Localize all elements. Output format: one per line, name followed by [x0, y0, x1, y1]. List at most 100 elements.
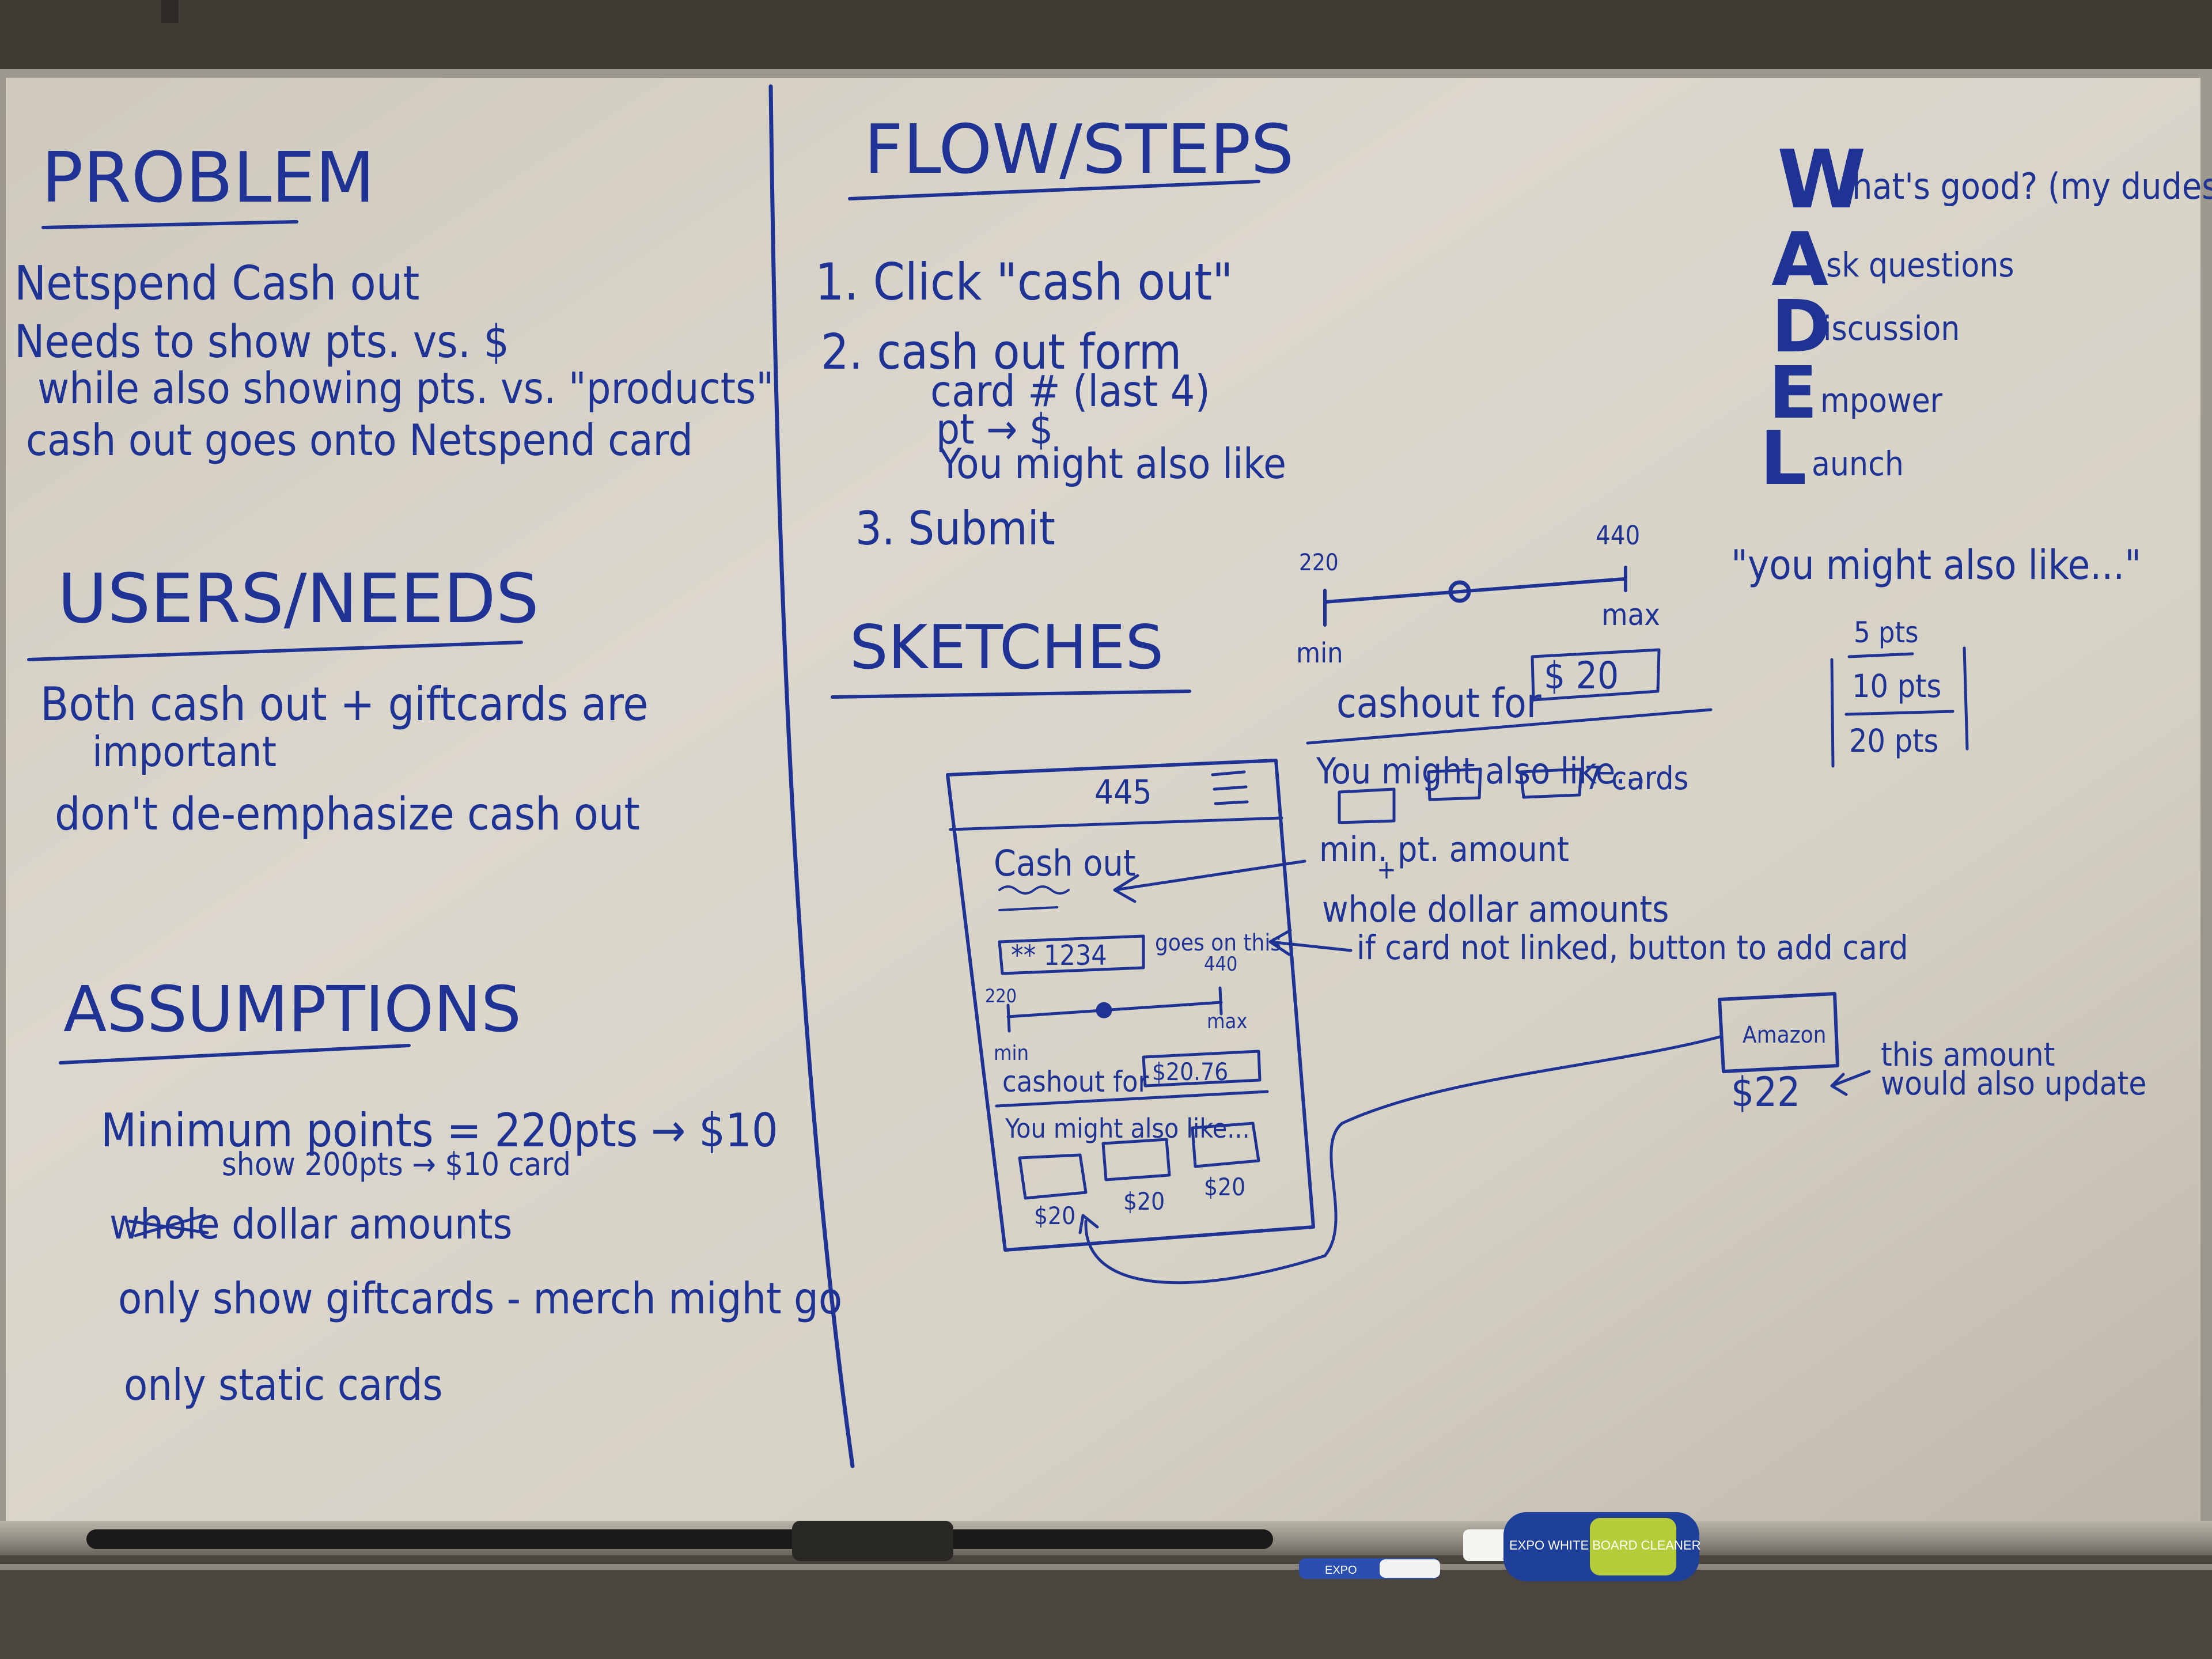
users-needs-underline [27, 641, 523, 661]
amazon-card [1718, 992, 1839, 1073]
phone-points: 445 [1094, 772, 1152, 812]
problem-heading: PROBLEM [41, 138, 375, 218]
cashout-divider [1306, 708, 1713, 745]
users-bullet-1: Both cash out + giftcards are [40, 677, 649, 731]
wadel-word-l: aunch [1812, 444, 1904, 483]
black-rail [86, 1529, 1273, 1549]
points-option-1: 5 pts [1854, 616, 1919, 649]
phone-cash-out-title: Cash out [994, 842, 1136, 884]
phone-slider-max-value: 440 [1204, 953, 1237, 976]
phone-header-divider [949, 816, 1283, 831]
slider-track [1323, 577, 1626, 604]
slider-sketch: 220 440 min max [1296, 520, 1660, 669]
users-needs-heading: USERS/NEEDS [58, 559, 539, 638]
phone-card-price-3: $20 [1204, 1173, 1245, 1201]
phone-title-squiggle [998, 885, 1070, 911]
wadel-word-e: mpower [1820, 381, 1943, 420]
rail-clip [792, 1521, 953, 1561]
problem-bullet-3: while also showing pts. vs. "products" [37, 363, 774, 414]
bottle-label-band [1590, 1518, 1676, 1575]
points-options: 5 pts 10 pts 20 pts [1830, 616, 1969, 768]
board-surface [6, 78, 2200, 1524]
problem-underline [41, 220, 298, 229]
phone-slider-handle [1096, 1002, 1112, 1018]
cards-label: 7 cards [1584, 760, 1688, 797]
eraser-spray-bottle: EXPO WHITE BOARD CLEANER [1463, 1512, 1701, 1581]
wadel-word-a: sk questions [1826, 245, 2014, 285]
link-arrowhead [1078, 1214, 1099, 1234]
flow-heading: FLOW/STEPS [864, 109, 1294, 189]
points-option-3: 20 pts [1849, 722, 1938, 759]
flow-step-2: 2. cash out form [821, 324, 1181, 381]
phone-divider [995, 1090, 1269, 1108]
arrow-to-card [1268, 929, 1353, 956]
amazon-logo-text: Amazon [1743, 1022, 1826, 1048]
wadel-letter-d: D [1771, 285, 1831, 369]
wall-bracket [161, 0, 179, 23]
phone-slider-max-label: max [1207, 1010, 1248, 1033]
cashout-for-box [1531, 648, 1661, 702]
ceiling-shadow [0, 0, 2212, 75]
quote-you-might-also-like: "you might also like..." [1731, 541, 2141, 589]
phone-slider-track [1006, 1001, 1223, 1018]
marker-cap [1380, 1559, 1440, 1578]
assumptions-underline [59, 1044, 411, 1065]
assumptions-heading: ASSUMPTIONS [63, 972, 521, 1046]
note-whole-dollar: whole dollar amounts [1322, 888, 1669, 930]
phone-cashout-box [1142, 1050, 1262, 1088]
phone-card-field [998, 934, 1145, 975]
marker-label: EXPO [1325, 1564, 1357, 1577]
users-bullet-3: don't de-emphasize cash out [55, 789, 640, 840]
points-option-2: 10 pts [1852, 668, 1941, 704]
phone-cashout-value: $20.76 [1152, 1058, 1228, 1086]
problem-bullet-1: Netspend Cash out [14, 256, 419, 311]
wadel-letter-e: E [1768, 351, 1817, 435]
wadel-letter-l: L [1760, 416, 1807, 502]
phone-slider-ticks [1006, 986, 1223, 1033]
flow-step-2c: You might also like [938, 440, 1286, 488]
points-options-lines [1830, 646, 1969, 768]
amazon-price: $22 [1731, 1069, 1800, 1116]
slider-max-label: max [1601, 598, 1660, 632]
assumption-4: only static cards [124, 1359, 443, 1410]
wadel-title: hat's good? (my dudes) [1852, 165, 2212, 207]
slider-ticks [1323, 566, 1627, 627]
phone-you-might-also-like: You might also like... [1005, 1113, 1250, 1144]
flow-underline [848, 180, 1260, 200]
hamburger-menu-icon [1211, 770, 1249, 805]
wadel-acronym: W hat's good? (my dudes) A sk questions … [1760, 133, 2212, 502]
phone-outline [946, 759, 1315, 1252]
flow-step-1: 1. Click "cash out" [815, 252, 1233, 312]
flow-step-3: 3. Submit [855, 502, 1055, 555]
link-curve [1084, 1035, 1721, 1285]
phone-sketch: 445 Cash out ** 1234 goes on this 220 44… [946, 759, 1315, 1252]
phone-card-price-1: $20 [1034, 1202, 1075, 1230]
cards-sketch [1338, 767, 1583, 824]
cashout-for-label: cashout for [1336, 680, 1541, 727]
flow-step-2b: pt → $ [936, 405, 1053, 453]
wadel-letter-a: A [1771, 217, 1828, 303]
slider-min-value: 220 [1299, 550, 1339, 576]
phone-goes-on-this: goes on this [1155, 930, 1281, 956]
note-plus: + [1377, 854, 1396, 885]
flow-step-2a: card # (last 4) [930, 366, 1210, 416]
phone-card-price-2: $20 [1123, 1187, 1165, 1215]
assumption-1-sub: show 200pts → $10 card [222, 1146, 571, 1183]
problem-bullet-4: cash out goes onto Netspend card [26, 415, 693, 465]
phone-gift-cards [1018, 1122, 1260, 1200]
assumption-3: only show giftcards - merch might go [118, 1273, 842, 1324]
sketches-heading: SKETCHES [850, 612, 1164, 683]
note-add-card: if card not linked, button to add card [1357, 928, 1908, 967]
phone-cashout-for-label: cashout for [1002, 1065, 1149, 1099]
spray-nozzle [1463, 1529, 1509, 1561]
blue-expo-marker: EXPO [1299, 1558, 1440, 1579]
arrow-to-title [1113, 859, 1306, 903]
slider-handle [1448, 580, 1471, 603]
wadel-letter-w: W [1777, 133, 1866, 227]
users-bullet-2: important [92, 728, 276, 776]
phone-slider-min-value: 220 [985, 985, 1017, 1007]
phone-card-value: ** 1234 [1011, 940, 1107, 972]
phone-slider-min-label: min [994, 1041, 1029, 1065]
scribble-out [128, 1214, 209, 1237]
